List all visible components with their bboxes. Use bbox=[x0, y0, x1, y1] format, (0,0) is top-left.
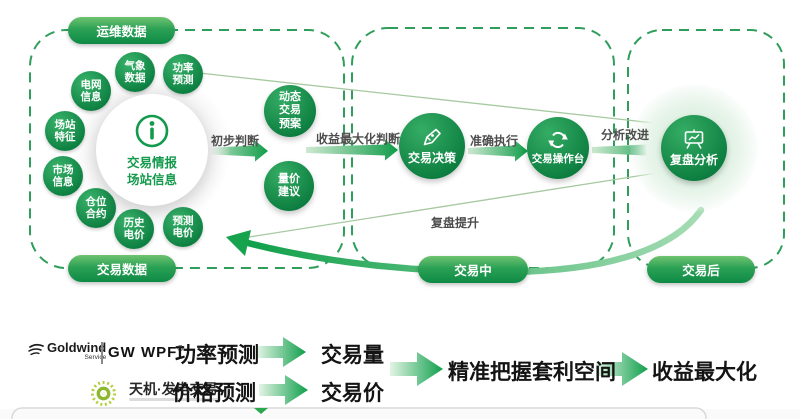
pill-ops-data: 运维数据 bbox=[68, 17, 175, 44]
funnel-line-bottom bbox=[229, 171, 664, 241]
node-review-analysis-label: 复盘分析 bbox=[669, 152, 718, 167]
footer-arrow-arbitrage bbox=[390, 352, 443, 386]
label-review-boost: 复盘提升 bbox=[431, 216, 480, 230]
goldwind-service-text: Service bbox=[84, 354, 107, 361]
pill-trade-data: 交易数据 bbox=[68, 255, 176, 282]
node-forecast-price: 预测 电价 bbox=[163, 207, 203, 247]
footer-profit-text: 收益最大化 bbox=[652, 361, 757, 384]
brand-separator bbox=[101, 342, 103, 364]
info-icon bbox=[135, 114, 169, 148]
arrow-profit-max bbox=[306, 139, 398, 161]
clipped-arrow-tip bbox=[254, 408, 268, 414]
label-preliminary-judgement: 初步判断 bbox=[211, 134, 260, 148]
chart-board-icon bbox=[684, 129, 704, 149]
pill-in-trade: 交易中 bbox=[418, 256, 528, 283]
node-trading-intelligence: 交易情报 场站信息 bbox=[96, 94, 208, 206]
footer-trade-volume: 交易量 bbox=[321, 344, 384, 367]
footer-arbitrage-text: 精准把握套利空间 bbox=[448, 361, 616, 384]
footer-price-forecast: 价格预测 bbox=[172, 382, 256, 405]
footer-frame-border bbox=[11, 407, 707, 419]
label-profit-maximization: 收益最大化判断 bbox=[316, 132, 401, 146]
feedback-arrowhead bbox=[226, 230, 251, 256]
refresh-icon bbox=[548, 132, 568, 149]
arrow-execute bbox=[468, 140, 528, 162]
node-position-contracts: 仓位 合约 bbox=[76, 188, 116, 228]
goldwind-wind-icon bbox=[28, 343, 44, 356]
center-label: 交易情报 场站信息 bbox=[126, 156, 177, 187]
node-market-info: 市场 信息 bbox=[43, 156, 83, 196]
pill-post-trade: 交易后 bbox=[647, 256, 755, 283]
node-trade-decision: 交易决策 bbox=[399, 113, 465, 179]
label-analysis-improvement: 分析改进 bbox=[601, 128, 650, 142]
goldwind-brand-text: Goldwind bbox=[47, 340, 107, 355]
node-trade-decision-label: 交易决策 bbox=[407, 151, 456, 166]
funnel-line-top bbox=[189, 71, 664, 125]
gw-wpf-text: GW WPF bbox=[108, 344, 178, 361]
node-trade-console-label: 交易操作台 bbox=[531, 153, 585, 166]
tianji-tagline bbox=[129, 398, 219, 401]
footer-arrow-profit bbox=[596, 352, 648, 386]
arrow-preliminary bbox=[203, 140, 268, 162]
node-review-analysis: 复盘分析 bbox=[661, 115, 727, 181]
footer-power-forecast: 功率预测 bbox=[175, 344, 259, 367]
node-historical-price: 历史 电价 bbox=[114, 209, 154, 249]
goldwind-logo: Goldwind Service bbox=[28, 341, 106, 362]
gw-wpf-product: GW WPF® bbox=[108, 344, 184, 361]
tianji-sun-icon bbox=[91, 381, 116, 406]
goldwind-wordmark: Goldwind Service bbox=[47, 341, 106, 362]
node-trade-console: 交易操作台 bbox=[527, 117, 589, 179]
tianji-brand-text: 天机·发电交易 bbox=[129, 381, 218, 397]
node-grid-info: 电网 信息 bbox=[71, 71, 111, 111]
label-accurate-execution: 准确执行 bbox=[470, 134, 519, 148]
footer-arrow-power bbox=[257, 337, 306, 367]
node-quote-advice: 量价 建议 bbox=[264, 161, 314, 211]
footer-bottom-band bbox=[0, 409, 800, 419]
node-weather-data: 气象 数据 bbox=[115, 52, 155, 92]
footer-arrow-price bbox=[259, 375, 308, 405]
node-dynamic-trade-plan: 动态 交易 预案 bbox=[264, 85, 316, 137]
footer-trade-price: 交易价 bbox=[321, 382, 384, 405]
registered-mark: ® bbox=[177, 344, 185, 353]
node-power-forecast: 功率 预测 bbox=[163, 54, 203, 94]
node-site-features: 场站 特征 bbox=[45, 111, 85, 151]
pen-icon bbox=[423, 128, 441, 146]
